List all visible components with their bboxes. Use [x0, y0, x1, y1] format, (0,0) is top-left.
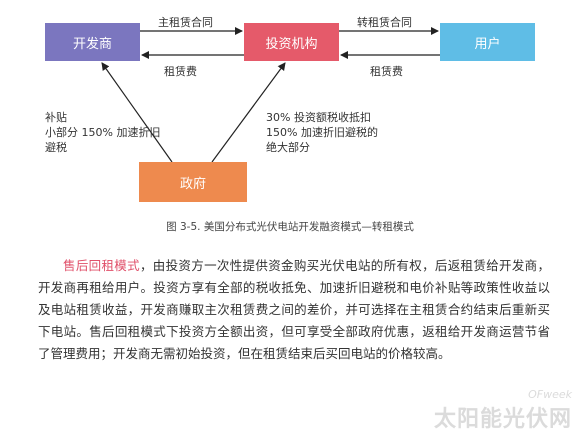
watermark-brand: OFweek: [528, 388, 572, 401]
edge-label-master-lease: 主租赁合同: [158, 16, 213, 29]
note-right-line: 150% 加速折旧避税的: [266, 126, 378, 139]
edge-label-sublease: 转租赁合同: [357, 16, 412, 29]
node-investor-label: 投资机构: [265, 36, 318, 52]
watermark-site: 太阳能光伏网: [433, 407, 572, 432]
paragraph-text: ，由投资方一次性提供资金购买光伏电站的所有权，后返租赁给开发商，开发商再租给用户…: [38, 258, 550, 361]
node-government: 政府: [139, 162, 247, 202]
note-left: 补贴 小部分 150% 加速折旧 避税: [45, 110, 160, 155]
node-government-label: 政府: [179, 176, 206, 192]
node-user: 用户: [440, 23, 535, 61]
watermark: OFweek 太阳能光伏网: [434, 388, 572, 433]
figure-caption: 图 3-5. 美国分布式光伏电站开发融资模式—转租模式: [166, 221, 414, 233]
node-developer-label: 开发商: [72, 36, 112, 52]
body-paragraph: 售后回租模式，由投资方一次性提供资金购买光伏电站的所有权，后返租赁给开发商，开发…: [38, 255, 550, 365]
node-user-label: 用户: [474, 36, 501, 52]
node-investor: 投资机构: [244, 23, 339, 61]
arrow-gov-developer: [101, 62, 173, 163]
edge-label-rent-left: 租赁费: [164, 65, 197, 78]
note-right: 30% 投资额税收抵扣 150% 加速折旧避税的 绝大部分: [266, 110, 378, 155]
edge-label-rent-right: 租赁费: [370, 65, 403, 78]
arrow-gov-investor: [211, 62, 286, 163]
diagram-arrows: [101, 27, 440, 163]
node-developer: 开发商: [45, 23, 140, 61]
note-right-line: 绝大部分: [266, 141, 310, 154]
note-left-line: 小部分 150% 加速折旧: [45, 126, 161, 139]
note-right-line: 30% 投资额税收抵扣: [266, 111, 371, 124]
note-left-line: 避税: [45, 141, 67, 154]
highlight-term: 售后回租模式: [63, 258, 140, 273]
note-left-line: 补贴: [45, 111, 67, 124]
